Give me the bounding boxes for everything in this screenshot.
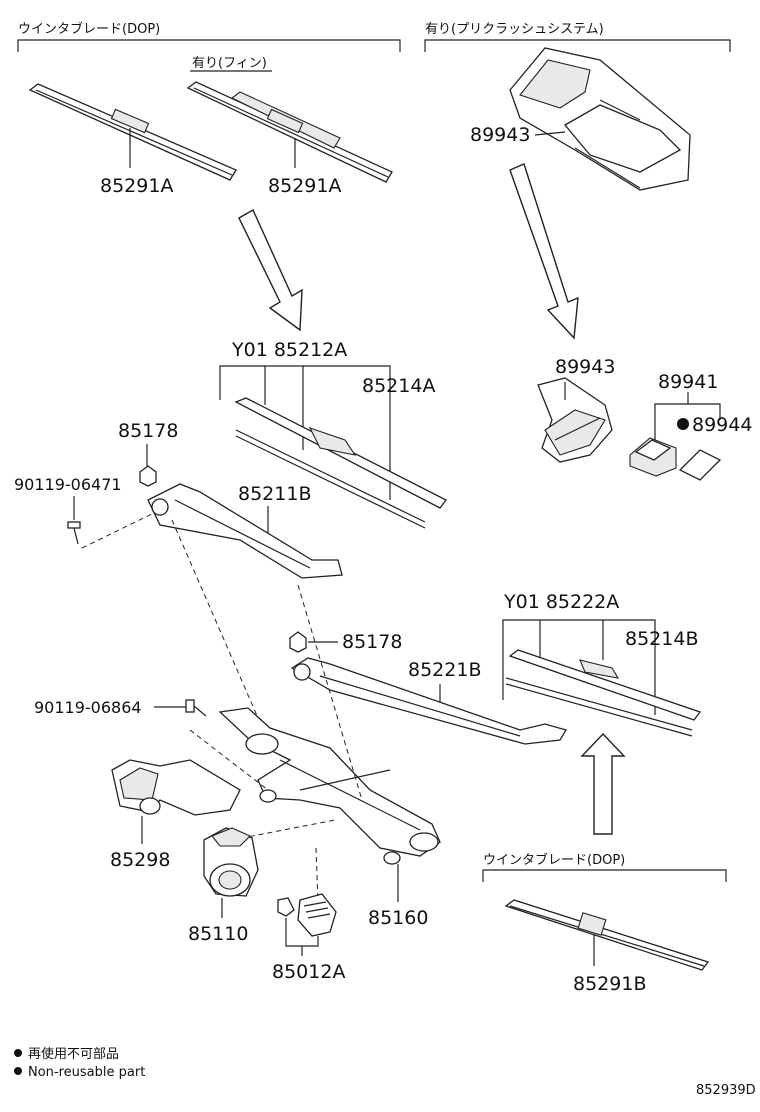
part-number-85012a: 85012A — [272, 961, 345, 983]
part-number-85160: 85160 — [368, 907, 428, 929]
clip-set-85012a — [277, 893, 337, 937]
part-number-85214b: 85214B — [625, 628, 698, 650]
wiper-blade-85291b — [504, 899, 710, 971]
part-number-89944: 89944 — [692, 414, 752, 436]
wiper-arm-85221b — [290, 657, 567, 745]
part-number-89943-mid: 89943 — [555, 356, 615, 378]
part-number-85211b: 85211B — [238, 483, 311, 505]
part-number-85214a: 85214A — [362, 375, 435, 397]
part-number-y01-85212a: Y01 85212A — [231, 339, 347, 361]
legend-jp: 再使用不可部品 — [28, 1046, 119, 1062]
legend: 再使用不可部品 Non-reusable part — [14, 1046, 145, 1080]
part-number-85298: 85298 — [110, 849, 170, 871]
nut-85178-mid — [289, 631, 307, 653]
wiper-linkage-85160 — [218, 707, 441, 865]
adhesive-tape-89944 — [678, 449, 722, 481]
diagram-id: 852939D — [696, 1083, 756, 1098]
part-number-85110: 85110 — [188, 923, 248, 945]
non-reusable-bullet — [677, 418, 689, 430]
legend-en: Non-reusable part — [28, 1065, 145, 1080]
part-number-89943-top: 89943 — [470, 124, 530, 146]
part-number-89941: 89941 — [658, 371, 718, 393]
wiper-blade-85291a-right — [186, 81, 393, 183]
part-number-85291a-right: 85291A — [268, 175, 341, 197]
arrow-to-rear-blade — [580, 732, 626, 835]
legend-bullet-en — [14, 1067, 22, 1075]
precrash-cover-89943 — [509, 47, 691, 191]
legend-bullet-jp — [14, 1049, 22, 1057]
part-number-85291a-left: 85291A — [100, 175, 173, 197]
wiper-blade-85291a-left — [28, 83, 237, 181]
part-number-90119-06471: 90119-06471 — [14, 475, 122, 494]
rear-blade-header-label: ウインタブレード(DOP) — [483, 852, 625, 868]
part-number-y01-85222a: Y01 85222A — [503, 591, 619, 613]
part-number-85178-mid: 85178 — [342, 631, 402, 653]
part-number-90119-06864: 90119-06864 — [34, 698, 142, 717]
precrash-header-label: 有り(プリクラッシュシステム) — [425, 22, 604, 37]
front-blade-header-label: ウインタブレード(DOP) — [18, 21, 160, 37]
motor-bracket-85298 — [111, 759, 241, 816]
wiper-blade-85222a — [505, 649, 702, 737]
bolt-90119-06864 — [185, 699, 207, 717]
camera-unit-89941 — [629, 437, 677, 477]
arrow-to-front-blade — [238, 209, 303, 332]
wiper-blade-85212a — [234, 397, 447, 529]
wiper-arm-85211b — [147, 483, 343, 579]
part-number-85221b: 85221B — [408, 659, 481, 681]
bracket-89943 — [537, 377, 613, 463]
part-number-85291b: 85291B — [573, 973, 646, 995]
arrow-to-bracket-89943 — [509, 163, 579, 340]
bolt-90119-06471 — [67, 521, 81, 545]
front-blade-header: ウインタブレード(DOP) — [17, 21, 401, 52]
nut-85178-top — [139, 465, 157, 487]
with-fin-label: 有り(フィン) — [192, 56, 267, 71]
rear-blade-header: ウインタブレード(DOP) — [482, 852, 727, 882]
precrash-header: 有り(プリクラッシュシステム) — [424, 22, 731, 52]
wiper-motor-85110 — [203, 827, 259, 897]
part-number-85178-top: 85178 — [118, 420, 178, 442]
